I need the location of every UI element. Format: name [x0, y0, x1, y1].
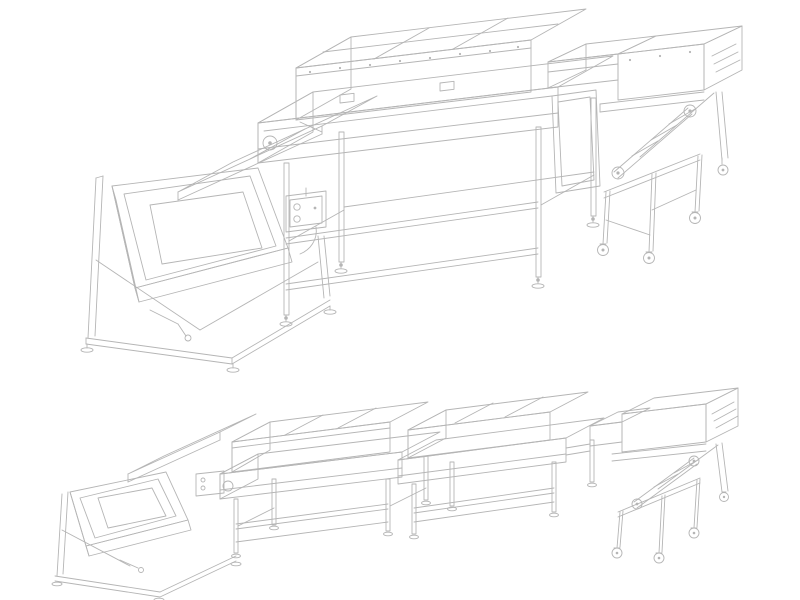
machine-a-small [219, 401, 441, 559]
caster-wheel [689, 211, 701, 224]
machine-conveyor-body [257, 55, 614, 164]
infeed-hopper [111, 167, 293, 303]
perforated-tray [149, 191, 263, 265]
push-button [293, 203, 301, 211]
inclined-takeaway-conveyor [611, 92, 715, 180]
caster-wheel [611, 547, 623, 559]
caster-wheel [719, 491, 729, 502]
caster-wheel [643, 251, 655, 264]
caster-wheel [597, 243, 609, 256]
discharge-machine [547, 25, 743, 264]
hopper-stand-frame [80, 175, 337, 373]
caster-wheel [688, 527, 700, 539]
push-button [200, 477, 206, 483]
pedal-roller [184, 334, 192, 342]
inclined-takeaway-conveyor-small [631, 444, 719, 510]
leveling-foot [226, 363, 240, 373]
leveling-foot [531, 276, 545, 289]
caster-wheel [717, 157, 729, 176]
leveling-foot [586, 215, 600, 228]
caster-wheel [653, 552, 665, 564]
leveling-foot [323, 305, 337, 315]
leveling-foot [80, 343, 94, 353]
push-button [293, 215, 301, 223]
leveling-foot [279, 314, 293, 327]
machine-cover [295, 8, 587, 121]
control-box-small [195, 470, 225, 497]
bottom-figure-processing-line [51, 387, 739, 600]
machine-b-small [397, 391, 605, 540]
infeed-hopper-small [51, 413, 257, 600]
push-button [200, 485, 206, 491]
wheeled-frame-small [611, 477, 729, 564]
machine-cowl [617, 25, 743, 101]
support-table-frame [279, 97, 600, 327]
side-door-panel [551, 89, 601, 194]
control-box [285, 187, 327, 255]
top-figure-processing-line [80, 8, 743, 373]
inclined-elevator-panel [177, 95, 378, 201]
perforated-tray-small [97, 487, 167, 529]
wheeled-frame [597, 153, 729, 264]
discharge-machine-small [589, 387, 739, 564]
leveling-foot [334, 261, 348, 274]
